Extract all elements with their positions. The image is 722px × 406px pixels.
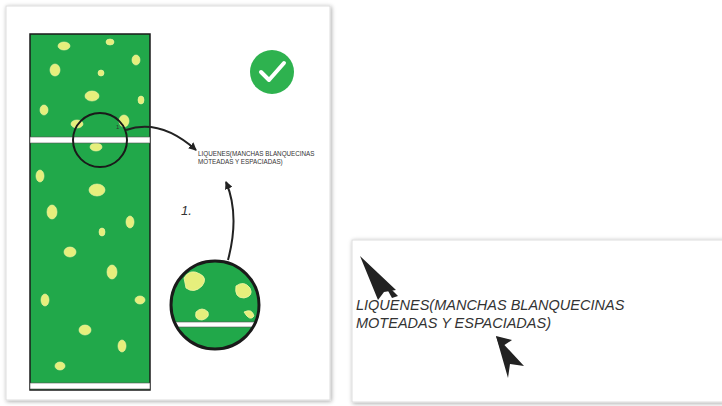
stem-band bbox=[30, 383, 150, 389]
magnified-view bbox=[170, 260, 260, 350]
leader-arrow bbox=[226, 182, 234, 260]
leader-arrow bbox=[126, 127, 196, 150]
note-text: LIQUENES(MANCHAS BLANQUECINAS MOTEADAS Y… bbox=[198, 150, 338, 166]
stem-band bbox=[30, 137, 150, 143]
magnifier-ring bbox=[171, 261, 259, 349]
check-mark bbox=[261, 63, 284, 80]
callout-number: 1. bbox=[181, 203, 205, 219]
zoom-panel bbox=[352, 240, 722, 402]
callout-number: 1 bbox=[116, 124, 126, 132]
focus-circle bbox=[73, 113, 127, 167]
pointer-arrow bbox=[382, 280, 398, 298]
note-text-zoom: LIQUENES(MANCHAS BLANQUECINAS MOTEADAS Y… bbox=[356, 296, 686, 332]
pointer-arrow bbox=[496, 336, 524, 378]
pointer-arrow bbox=[496, 336, 512, 348]
check-badge bbox=[250, 50, 294, 94]
card bbox=[6, 6, 330, 400]
stem bbox=[30, 34, 150, 390]
lichen-spots bbox=[36, 39, 145, 370]
